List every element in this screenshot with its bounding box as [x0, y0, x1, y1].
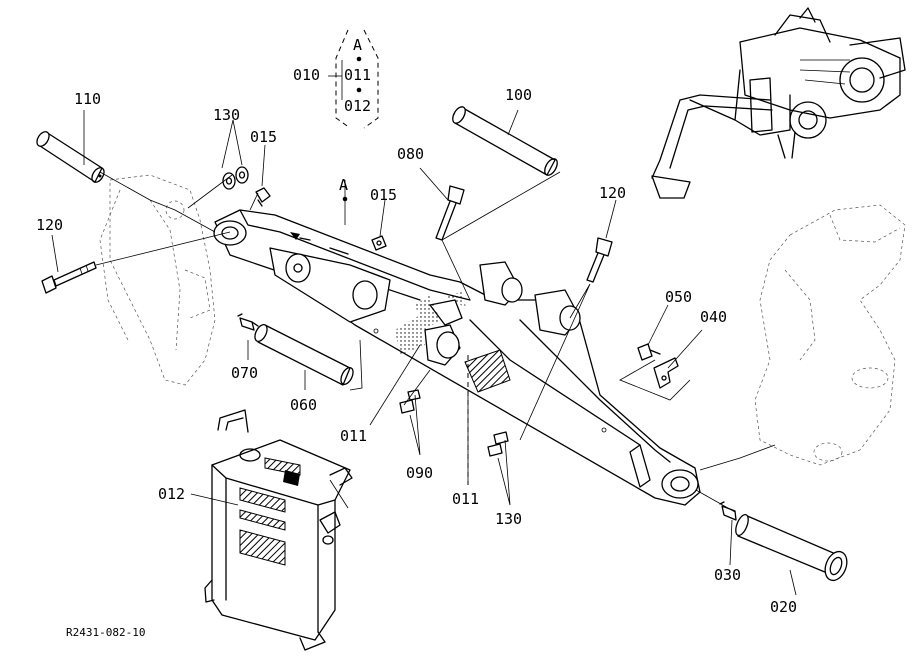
alignment-lines — [95, 171, 776, 513]
label-011-b: 011 — [452, 490, 480, 508]
label-050: 050 — [665, 288, 693, 306]
label-040: 040 — [700, 308, 728, 326]
label-015-left: 015 — [250, 128, 278, 146]
label-100: 100 — [505, 86, 533, 104]
label-030: 030 — [714, 566, 742, 584]
bolt-080 — [435, 185, 465, 241]
left-frame-outline — [99, 174, 216, 386]
callout-bracket-010 — [328, 29, 379, 129]
label-012: 012 — [158, 485, 186, 503]
label-070: 070 — [231, 364, 259, 382]
bushings-130-bottom — [487, 431, 509, 457]
callout-item-012: 012 — [344, 97, 372, 115]
bolt-120-left — [41, 261, 97, 294]
label-120-left: 120 — [36, 216, 64, 234]
label-110: 110 — [74, 90, 102, 108]
label-080: 080 — [397, 145, 425, 163]
label-020: 020 — [770, 598, 798, 616]
callout-item-a: A — [353, 36, 363, 54]
label-090: 090 — [406, 464, 434, 482]
machine-thumbnail — [651, 7, 906, 199]
label-015-mid: 015 — [370, 186, 398, 204]
callout-item-011: 011 — [344, 66, 372, 84]
label-130-bottom: 130 — [495, 510, 523, 528]
pin-100 — [452, 106, 558, 176]
bushing-130-top — [222, 166, 249, 190]
pin-020 — [735, 513, 848, 582]
bracket-040 — [653, 357, 679, 389]
label-130-top: 130 — [213, 106, 241, 124]
cover-plate — [204, 409, 353, 651]
bolt-050 — [637, 343, 661, 361]
pivot-marker — [342, 196, 348, 202]
label-060: 060 — [290, 396, 318, 414]
pivot-marker-label: A — [339, 176, 349, 194]
drawing-code: R2431-082-10 — [66, 626, 146, 639]
grease-nipple-070 — [237, 313, 259, 331]
label-120-right: 120 — [599, 184, 627, 202]
swing-bracket-outline — [754, 204, 906, 466]
label-011-a: 011 — [340, 427, 368, 445]
swing-frame-main — [213, 209, 701, 506]
grease-fitting-015-left — [255, 187, 271, 207]
bolt-120-right — [586, 237, 613, 283]
pin-110 — [36, 131, 105, 183]
pin-060 — [254, 324, 354, 386]
shims-090 — [399, 389, 421, 414]
callout-ref-010: 010 — [293, 66, 321, 84]
grease-fitting-015-mid — [371, 235, 387, 251]
